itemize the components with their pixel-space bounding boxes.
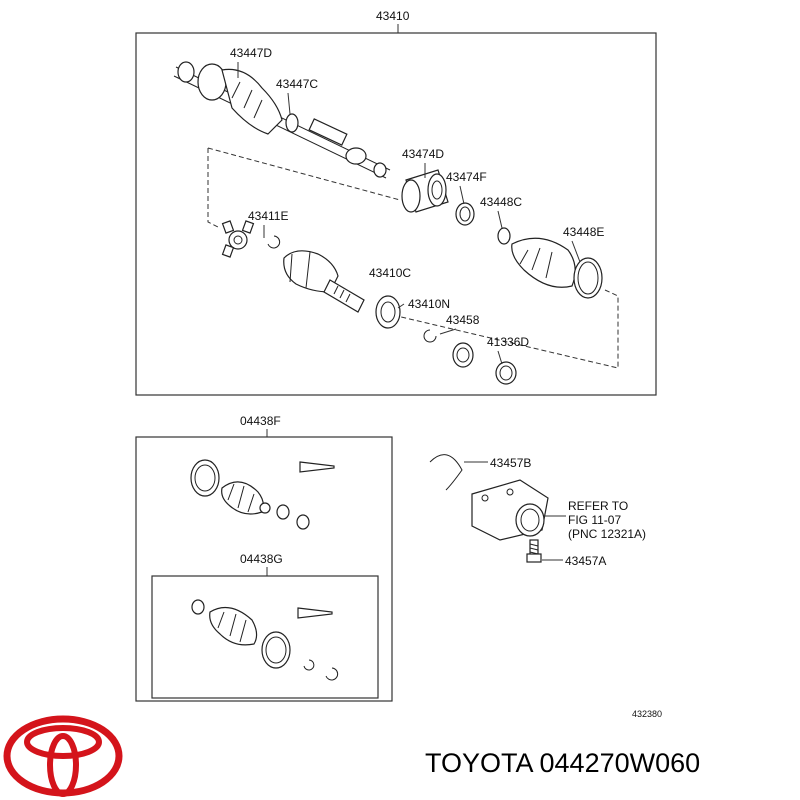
boot-kit-parts-04438F (190, 459, 335, 530)
refer-note-line-2: FIG 11-07 (568, 513, 621, 527)
part-label-43411E: 43411E (248, 209, 288, 223)
brand-part-number: TOYOTA 044270W060 (425, 748, 700, 778)
dashed-guide-right (379, 289, 619, 369)
kit-label-04438G: 04438G (240, 552, 283, 566)
leader-43447C (287, 92, 291, 115)
part-label-43457B: 43457B (490, 456, 531, 470)
oil-seal-part-41336D (495, 361, 517, 385)
seal-inner-43458 (456, 347, 470, 363)
damper-part-43474D (401, 169, 449, 213)
boot-part-43448E (511, 237, 603, 299)
part-label-43447C: 43447C (276, 77, 318, 91)
kit-label-04438F: 04438F (240, 414, 281, 428)
seal-part-43458 (452, 342, 474, 368)
assembly-label: 43410 (376, 9, 410, 23)
refer-note-line-1: REFER TO (568, 499, 628, 513)
refer-note-line-3: (PNC 12321A) (568, 527, 646, 541)
bolt-part-43457A (526, 539, 542, 563)
oil-seal-inner-41336D (499, 365, 513, 381)
snap-ring-43458 (423, 329, 437, 343)
part-label-43458: 43458 (446, 313, 480, 327)
leader-43458 (439, 328, 457, 335)
leader-41336D (497, 350, 503, 365)
part-label-43447D: 43447D (230, 46, 272, 60)
part-label-43474F: 43474F (446, 170, 487, 184)
part-label-41336D: 41336D (487, 335, 529, 349)
part-label-43448C: 43448C (480, 195, 522, 209)
part-label-43457A: 43457A (565, 554, 606, 568)
drawing-number: 432380 (632, 709, 662, 719)
part-label-43448E: 43448E (563, 225, 604, 239)
bearing-bracket-part (471, 479, 549, 541)
part-label-43410C: 43410C (369, 266, 411, 280)
leader-43448E (571, 240, 581, 263)
boot-kit-parts-04438G (191, 599, 339, 681)
leader-43448C (497, 210, 503, 229)
tripod-part-43411E (221, 220, 255, 258)
snap-ring-43411E (267, 235, 281, 249)
joint-housing-part-43410C (283, 250, 365, 313)
kit-box-04438F (135, 436, 393, 702)
kit-box-04438G (151, 575, 379, 699)
part-label-43474D: 43474D (402, 147, 444, 161)
leader-43410N (397, 303, 405, 309)
snap-ring-43457B (429, 454, 463, 491)
dashed-guide-top (207, 147, 401, 201)
clamp-inner-43474F (459, 206, 471, 222)
dashed-guide-left (207, 148, 221, 229)
drive-shaft-part (173, 61, 391, 179)
clamp-part-43474F (455, 202, 475, 226)
assembly-box-43410 (135, 32, 657, 396)
part-label-43410N: 43410N (408, 297, 450, 311)
bearing-part-43410N (375, 295, 401, 329)
clamp-part-43448C (497, 227, 511, 245)
toyota-logo (3, 715, 123, 797)
leader-43474F (459, 185, 465, 205)
